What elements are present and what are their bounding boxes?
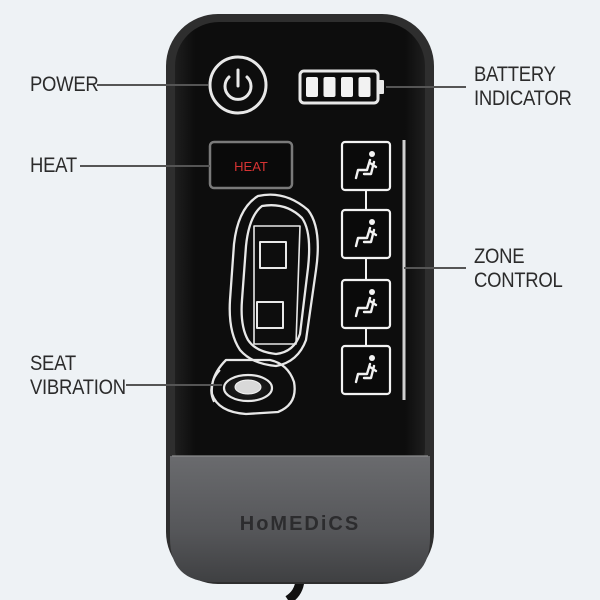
heat-label: HEAT xyxy=(30,154,77,177)
power-button-ring xyxy=(208,55,268,115)
zone-button-frame xyxy=(340,278,392,330)
seat-label-line1: SEAT xyxy=(30,352,76,375)
zone-label-line2: CONTROL xyxy=(474,269,563,292)
zone-label-line1: ZONE xyxy=(474,245,525,268)
zone-button-frame xyxy=(340,208,392,260)
heat-button-label: HEAT xyxy=(234,159,268,174)
power-label: POWER xyxy=(30,73,99,96)
battery-segment xyxy=(358,77,371,97)
power-button[interactable] xyxy=(208,55,268,115)
battery-segment xyxy=(341,77,353,97)
zone-button-4[interactable] xyxy=(340,344,392,396)
seated-person-icon xyxy=(354,151,378,180)
battery-label-line1: BATTERY xyxy=(474,63,556,86)
zone-button-1[interactable] xyxy=(340,140,392,192)
seat-vibration-pad xyxy=(222,373,274,403)
seated-person-icon xyxy=(354,219,378,248)
battery-segment xyxy=(323,77,336,97)
zone-button-2[interactable] xyxy=(340,208,392,260)
battery-icon xyxy=(298,69,384,105)
zone-button-3[interactable] xyxy=(340,278,392,330)
battery-label-line2: INDICATOR xyxy=(474,87,572,110)
brand-logo: HoMEDiCS xyxy=(240,513,360,535)
battery-segment xyxy=(306,77,318,97)
callout-lines xyxy=(80,84,466,386)
seated-person-icon xyxy=(354,289,378,318)
power-icon xyxy=(223,68,253,101)
seat-label-line2: VIBRATION xyxy=(30,376,126,399)
zone-button-frame xyxy=(340,344,392,396)
heat-button[interactable]: HEAT xyxy=(208,140,294,190)
seated-person-icon xyxy=(354,355,378,384)
zone-button-frame xyxy=(340,140,392,192)
remote-grip xyxy=(170,456,430,582)
zone-control-buttons xyxy=(340,140,392,396)
